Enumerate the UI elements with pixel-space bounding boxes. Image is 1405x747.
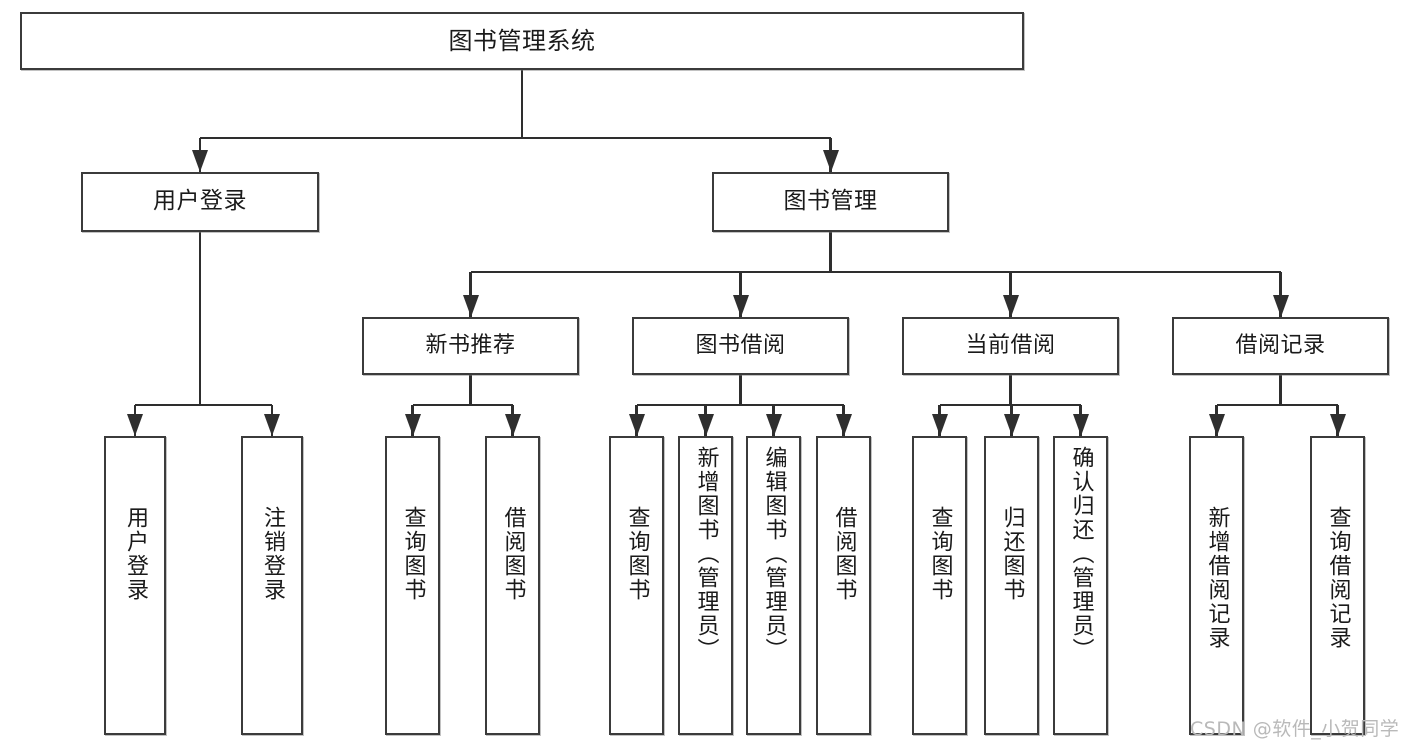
node-root-system[interactable]: 图书管理系统 xyxy=(20,12,1024,70)
node-user-login[interactable]: 用户登录 xyxy=(81,172,319,232)
leaf-node[interactable]: 编辑图书（管理员） xyxy=(746,436,801,735)
connector-line xyxy=(469,375,472,405)
connector-line xyxy=(520,70,524,138)
connector-line xyxy=(135,403,272,407)
arrowhead-icon xyxy=(1272,295,1289,317)
node-label: 用户登录 xyxy=(122,506,148,602)
node-label: 查询图书 xyxy=(400,506,426,602)
node-label: 图书管理系统 xyxy=(448,26,596,55)
leaf-node[interactable]: 查询图书 xyxy=(609,436,664,735)
connector-line xyxy=(829,232,832,272)
arrowhead-icon xyxy=(1329,414,1346,436)
leaf-node[interactable]: 借阅图书 xyxy=(816,436,871,735)
connector-line xyxy=(1279,272,1282,317)
arrowhead-icon xyxy=(835,414,852,436)
node-label: 借阅图书 xyxy=(500,506,526,602)
connector-line xyxy=(469,272,472,317)
arrowhead-icon xyxy=(504,414,521,436)
connector-line xyxy=(470,270,1281,274)
connector-line xyxy=(200,136,831,140)
csdn-watermark: CSDN @软件_小贺同学 xyxy=(1190,718,1400,740)
connector-line xyxy=(1009,272,1012,317)
arrowhead-icon xyxy=(264,414,280,436)
node-book-borrow[interactable]: 图书借阅 xyxy=(632,317,849,375)
node-label: 注销登录 xyxy=(259,506,285,602)
connector-line xyxy=(739,375,742,405)
node-label: 新增借阅记录 xyxy=(1204,506,1230,650)
node-label: 图书管理 xyxy=(783,188,878,215)
arrowhead-icon xyxy=(1072,414,1089,436)
connector-line xyxy=(1216,403,1338,407)
leaf-node[interactable]: 确认归还（管理员） xyxy=(1053,436,1108,735)
leaf-node[interactable]: 借阅图书 xyxy=(485,436,540,735)
node-label: 确认归还（管理员） xyxy=(1068,446,1094,662)
node-borrow-record[interactable]: 借阅记录 xyxy=(1172,317,1389,375)
arrowhead-icon xyxy=(404,414,421,436)
connector-line xyxy=(412,403,513,407)
connector-line xyxy=(1009,375,1012,405)
node-label: 归还图书 xyxy=(999,506,1025,602)
arrowhead-icon xyxy=(765,414,782,436)
arrowhead-icon xyxy=(462,295,479,317)
node-label: 借阅图书 xyxy=(831,506,857,602)
arrowhead-icon xyxy=(628,414,645,436)
node-label: 新书推荐 xyxy=(425,333,516,359)
node-label: 查询借阅记录 xyxy=(1325,506,1351,650)
node-label: 图书借阅 xyxy=(695,333,786,359)
connector-line xyxy=(739,272,742,317)
leaf-node[interactable]: 查询图书 xyxy=(912,436,967,735)
arrowhead-icon xyxy=(931,414,948,436)
leaf-node[interactable]: 查询借阅记录 xyxy=(1310,436,1365,735)
arrowhead-icon xyxy=(1002,295,1019,317)
connector-line xyxy=(636,403,844,407)
arrowhead-icon xyxy=(127,414,143,436)
arrowhead-icon xyxy=(192,150,208,172)
connector-line xyxy=(198,232,202,405)
connector-line xyxy=(939,403,1081,407)
node-label: 查询图书 xyxy=(927,506,953,602)
node-label: 查询图书 xyxy=(624,506,650,602)
leaf-node[interactable]: 新增图书（管理员） xyxy=(678,436,733,735)
arrowhead-icon xyxy=(1208,414,1225,436)
node-label: 当前借阅 xyxy=(965,333,1056,359)
node-label: 新增图书（管理员） xyxy=(693,446,719,662)
node-label: 用户登录 xyxy=(153,188,247,215)
leaf-node[interactable]: 查询图书 xyxy=(385,436,440,735)
arrowhead-icon xyxy=(822,150,839,172)
node-current-borrow[interactable]: 当前借阅 xyxy=(902,317,1119,375)
leaf-node[interactable]: 注销登录 xyxy=(241,436,303,735)
leaf-node[interactable]: 新增借阅记录 xyxy=(1189,436,1244,735)
node-label: 借阅记录 xyxy=(1235,333,1326,359)
leaf-node[interactable]: 归还图书 xyxy=(984,436,1039,735)
node-label: 编辑图书（管理员） xyxy=(761,446,787,662)
node-book-management[interactable]: 图书管理 xyxy=(712,172,949,232)
leaf-node[interactable]: 用户登录 xyxy=(104,436,166,735)
arrowhead-icon xyxy=(697,414,714,436)
connector-line xyxy=(1279,375,1282,405)
arrowhead-icon xyxy=(1003,414,1020,436)
node-new-book-recommend[interactable]: 新书推荐 xyxy=(362,317,579,375)
arrowhead-icon xyxy=(732,295,749,317)
